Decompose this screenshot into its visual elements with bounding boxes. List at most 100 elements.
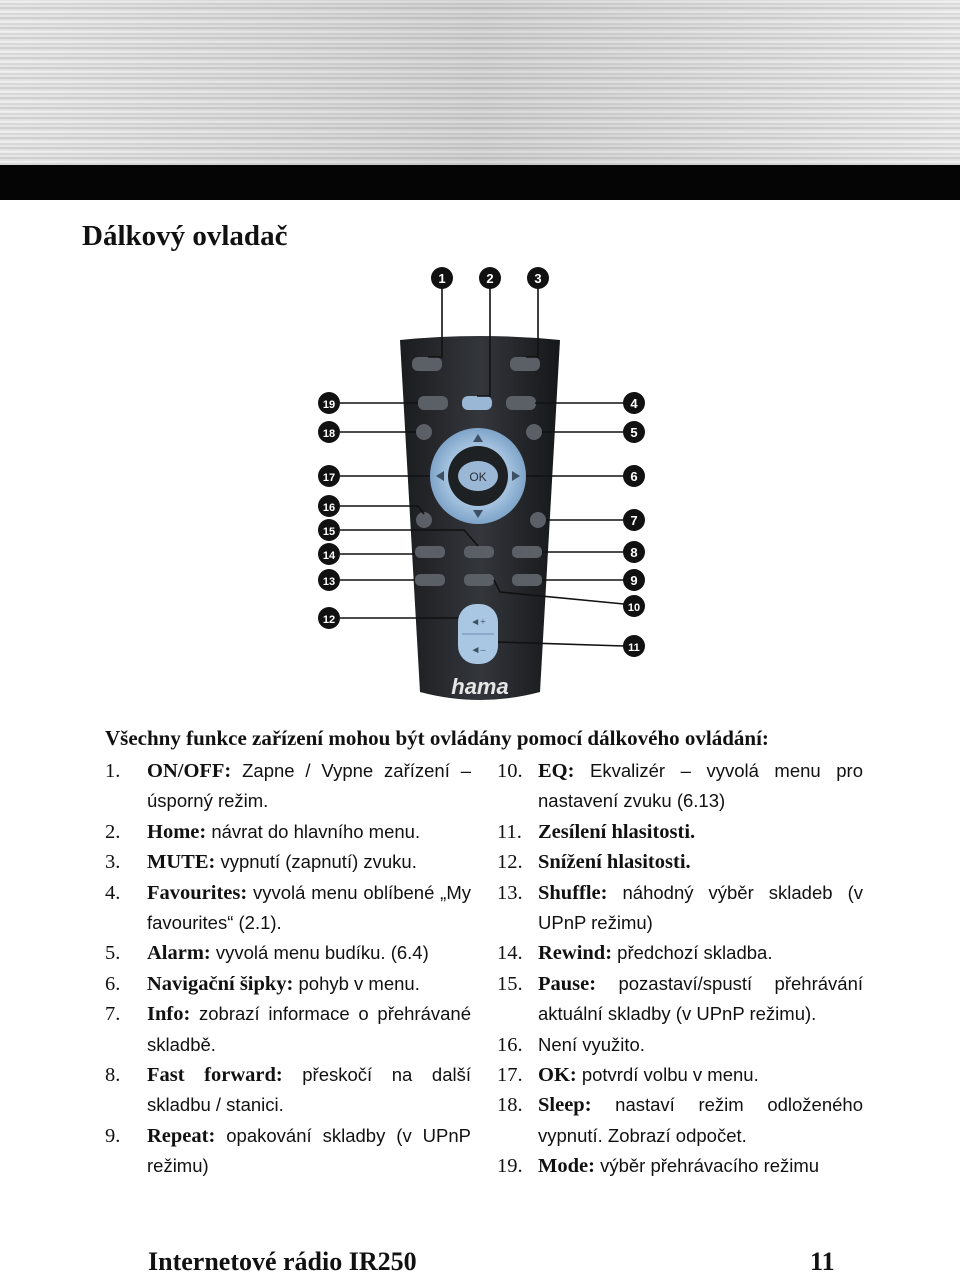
list-item: 19.Mode:výběr přehrávacího režimu xyxy=(497,1151,863,1181)
item-number: 8. xyxy=(105,1064,121,1087)
item-number: 12. xyxy=(497,851,523,874)
section-title: Dálkový ovladač xyxy=(82,220,288,252)
ok-label: OK xyxy=(469,470,486,484)
callout-12: 12 xyxy=(318,607,340,629)
item-description: opakování skladby (v UPnP režimu) xyxy=(147,1124,471,1177)
item-description: Zapne / Vypne zařízení – úsporný režim. xyxy=(147,760,471,812)
item-number: 14. xyxy=(497,942,523,965)
svg-text:3: 3 xyxy=(534,271,541,286)
svg-text:16: 16 xyxy=(323,502,335,514)
item-term: Mode: xyxy=(538,1155,595,1178)
repeat-button xyxy=(512,574,542,586)
ok-button xyxy=(458,461,498,491)
item-number: 1. xyxy=(105,760,121,782)
item-term: EQ: xyxy=(538,760,575,782)
item-term: Info: xyxy=(147,1003,191,1026)
remote-control-illustration: OK ◄+ ◄– hama xyxy=(318,267,645,700)
svg-text:4: 4 xyxy=(630,396,638,411)
item-description: vyvolá menu oblíbené „My favourites“ (2.… xyxy=(147,881,471,934)
footer-title: Internetové rádio IR250 xyxy=(148,1247,417,1276)
callout-9: 9 xyxy=(623,569,645,591)
svg-text:8: 8 xyxy=(630,545,637,560)
list-item: 5.Alarm:vyvolá menu budíku. (6.4) xyxy=(105,938,471,968)
callout-13: 13 xyxy=(318,569,340,591)
pause-button xyxy=(464,546,494,558)
item-term: Shuffle: xyxy=(538,881,608,904)
callout-8: 8 xyxy=(623,541,645,563)
eq-button xyxy=(464,574,494,586)
item-description: potvrdí volbu v menu. xyxy=(581,1064,759,1086)
item-term: OK: xyxy=(538,1064,577,1087)
list-item: 2.Home:návrat do hlavního menu. xyxy=(105,817,471,847)
svg-text:14: 14 xyxy=(323,550,336,562)
svg-text:9: 9 xyxy=(630,573,637,588)
callout-19: 19 xyxy=(318,392,340,414)
svg-text:10: 10 xyxy=(628,602,640,614)
item-number: 9. xyxy=(105,1124,121,1147)
item-term: Navigační šipky: xyxy=(147,972,294,995)
callout-17: 17 xyxy=(318,465,340,487)
svg-text:◄–: ◄– xyxy=(471,645,487,656)
function-list-left: 1.ON/OFF:Zapne / Vypne zařízení – úsporn… xyxy=(105,756,471,1182)
item-number: 6. xyxy=(105,972,121,995)
item-term: Pause: xyxy=(538,972,597,995)
svg-text:5: 5 xyxy=(630,425,637,440)
item-term: Snížení hlasitosti. xyxy=(538,851,691,874)
item-description: vyvolá menu budíku. (6.4) xyxy=(215,942,429,964)
list-item: 7.Info:zobrazí informace o přehrávané sk… xyxy=(105,999,471,1060)
list-item: 9.Repeat:opakování skladby (v UPnP režim… xyxy=(105,1121,471,1182)
list-item: 3.MUTE:vypnutí (zapnutí) zvuku. xyxy=(105,847,471,877)
list-item: 8.Fast forward:přeskočí na další skladbu… xyxy=(105,1060,471,1121)
power-button xyxy=(412,357,442,371)
item-description: vypnutí (zapnutí) zvuku. xyxy=(220,851,417,873)
item-number: 2. xyxy=(105,820,121,843)
item-term: Home: xyxy=(147,820,207,843)
item-description: Ekvalizér – vyvolá menu pro nastavení zv… xyxy=(538,760,863,812)
item-description: náhodný výběr skladeb (v UPnP režimu) xyxy=(538,881,863,934)
rewind-button xyxy=(415,546,445,558)
svg-text:18: 18 xyxy=(323,428,335,440)
item-number: 7. xyxy=(105,1003,121,1026)
callout-2: 2 xyxy=(479,267,501,289)
svg-text:19: 19 xyxy=(323,399,335,411)
callout-lines xyxy=(340,288,625,647)
callout-16: 16 xyxy=(318,495,340,517)
svg-text:1: 1 xyxy=(438,271,445,286)
item-number: 16. xyxy=(497,1033,523,1056)
item-term: Zesílení hlasitosti. xyxy=(538,820,696,843)
svg-text:7: 7 xyxy=(630,513,637,528)
item-number: 5. xyxy=(105,942,121,965)
item-term: Favourites: xyxy=(147,881,248,904)
list-item: 12. Snížení hlasitosti. xyxy=(497,847,863,877)
callout-5: 5 xyxy=(623,421,645,443)
list-item: 10. EQ:Ekvalizér – vyvolá menu pro nastav… xyxy=(497,756,863,817)
brand-logo: hama xyxy=(451,674,508,699)
list-item: 16.Není využito. xyxy=(497,1030,863,1060)
callout-3: 3 xyxy=(527,267,549,289)
item-number: 10. xyxy=(497,760,523,782)
callout-11: 11 xyxy=(623,635,645,657)
list-item: 1.ON/OFF:Zapne / Vypne zařízení – úsporn… xyxy=(105,756,471,817)
svg-text:6: 6 xyxy=(630,469,637,484)
svg-text:11: 11 xyxy=(628,642,640,654)
item-term: Fast forward: xyxy=(147,1064,283,1087)
sleep-button xyxy=(416,424,432,440)
item-description: pohyb v menu. xyxy=(298,972,420,994)
svg-text:2: 2 xyxy=(486,271,493,286)
favourites-button xyxy=(506,396,536,410)
item-number: 18. xyxy=(497,1094,523,1117)
list-item: 14.Rewind:předchozí skladba. xyxy=(497,938,863,968)
callout-10: 10 xyxy=(623,595,645,617)
page-number: 11 xyxy=(810,1247,835,1276)
list-item: 18.Sleep:nastaví režim odloženého vypnut… xyxy=(497,1090,863,1151)
callout-7: 7 xyxy=(623,509,645,531)
callout-1: 1 xyxy=(431,267,453,289)
shuffle-button xyxy=(415,574,445,586)
callout-14: 14 xyxy=(318,543,340,565)
svg-text:13: 13 xyxy=(323,576,335,588)
svg-text:◄+: ◄+ xyxy=(470,617,486,628)
unused-button xyxy=(416,512,432,528)
item-number: 3. xyxy=(105,851,121,874)
item-number: 4. xyxy=(105,881,121,904)
fast-forward-button xyxy=(512,546,542,558)
